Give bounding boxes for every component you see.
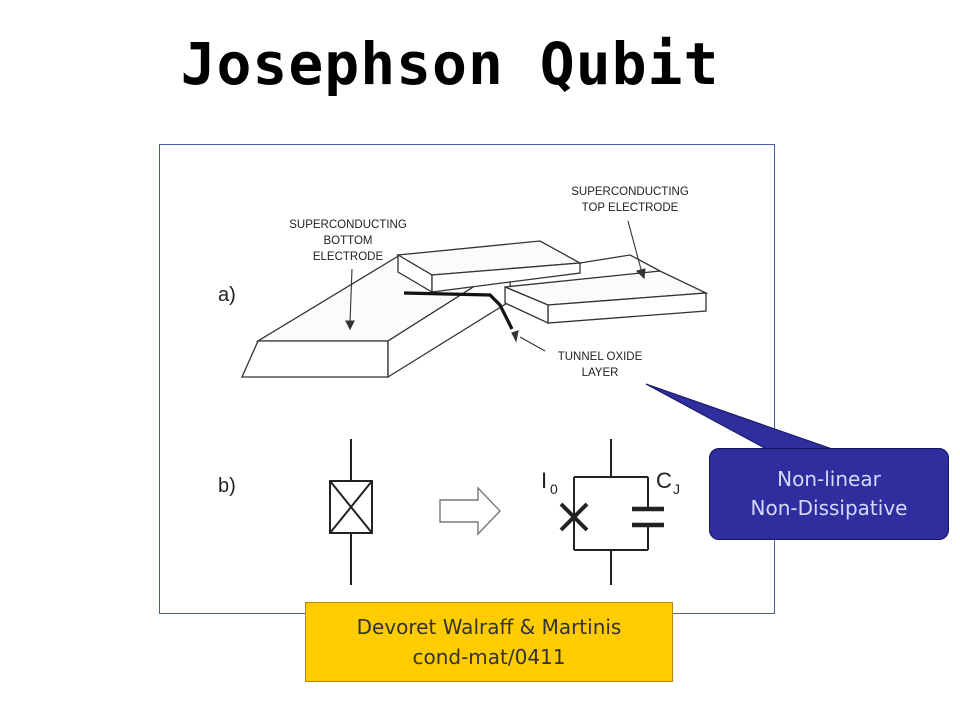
junction-diagram: a) b) SUPERCONDUCTING BOTTOM ELECTRODE S… — [218, 186, 709, 585]
svg-text:ELECTRODE: ELECTRODE — [313, 251, 384, 263]
slide-title: Josephson Qubit — [180, 30, 720, 98]
svg-text:LAYER: LAYER — [582, 367, 619, 379]
junction-figure: a) b) SUPERCONDUCTING BOTTOM ELECTRODE S… — [159, 144, 775, 614]
panel-a-label: a) — [218, 284, 236, 306]
top-electrode — [395, 240, 709, 325]
capacitance-label: C J — [656, 468, 680, 497]
svg-text:SUPERCONDUCTING: SUPERCONDUCTING — [571, 186, 689, 198]
svg-text:J: J — [673, 481, 680, 497]
bottom-electrode-label: SUPERCONDUCTING BOTTOM ELECTRODE — [289, 219, 407, 263]
critical-current-label: I 0 — [541, 468, 558, 497]
callout-line-1: Non-linear — [777, 467, 881, 491]
svg-text:0: 0 — [550, 481, 558, 497]
svg-text:I: I — [541, 468, 547, 493]
junction-symbol — [329, 439, 373, 585]
svg-text:TOP ELECTRODE: TOP ELECTRODE — [582, 202, 679, 214]
equivalent-circuit — [559, 439, 664, 585]
svg-text:C: C — [656, 468, 672, 493]
citation-box: Devoret Walraff & Martinis cond-mat/0411 — [305, 602, 673, 682]
tunnel-oxide-line — [403, 291, 514, 330]
callout-line-2: Non-Dissipative — [750, 496, 908, 520]
equivalence-arrow — [439, 486, 501, 536]
svg-text:TUNNEL OXIDE: TUNNEL OXIDE — [558, 351, 643, 363]
svg-text:SUPERCONDUCTING: SUPERCONDUCTING — [289, 219, 407, 231]
citation-reference: cond-mat/0411 — [412, 645, 566, 669]
panel-b-label: b) — [218, 475, 236, 497]
top-electrode-label: SUPERCONDUCTING TOP ELECTRODE — [571, 186, 689, 214]
oxide-label: TUNNEL OXIDE LAYER — [558, 351, 643, 379]
svg-text:BOTTOM: BOTTOM — [324, 235, 373, 247]
nonlinear-callout: Non-linear Non-Dissipative — [709, 448, 949, 540]
citation-authors: Devoret Walraff & Martinis — [356, 615, 622, 639]
label-leaders — [345, 220, 646, 352]
